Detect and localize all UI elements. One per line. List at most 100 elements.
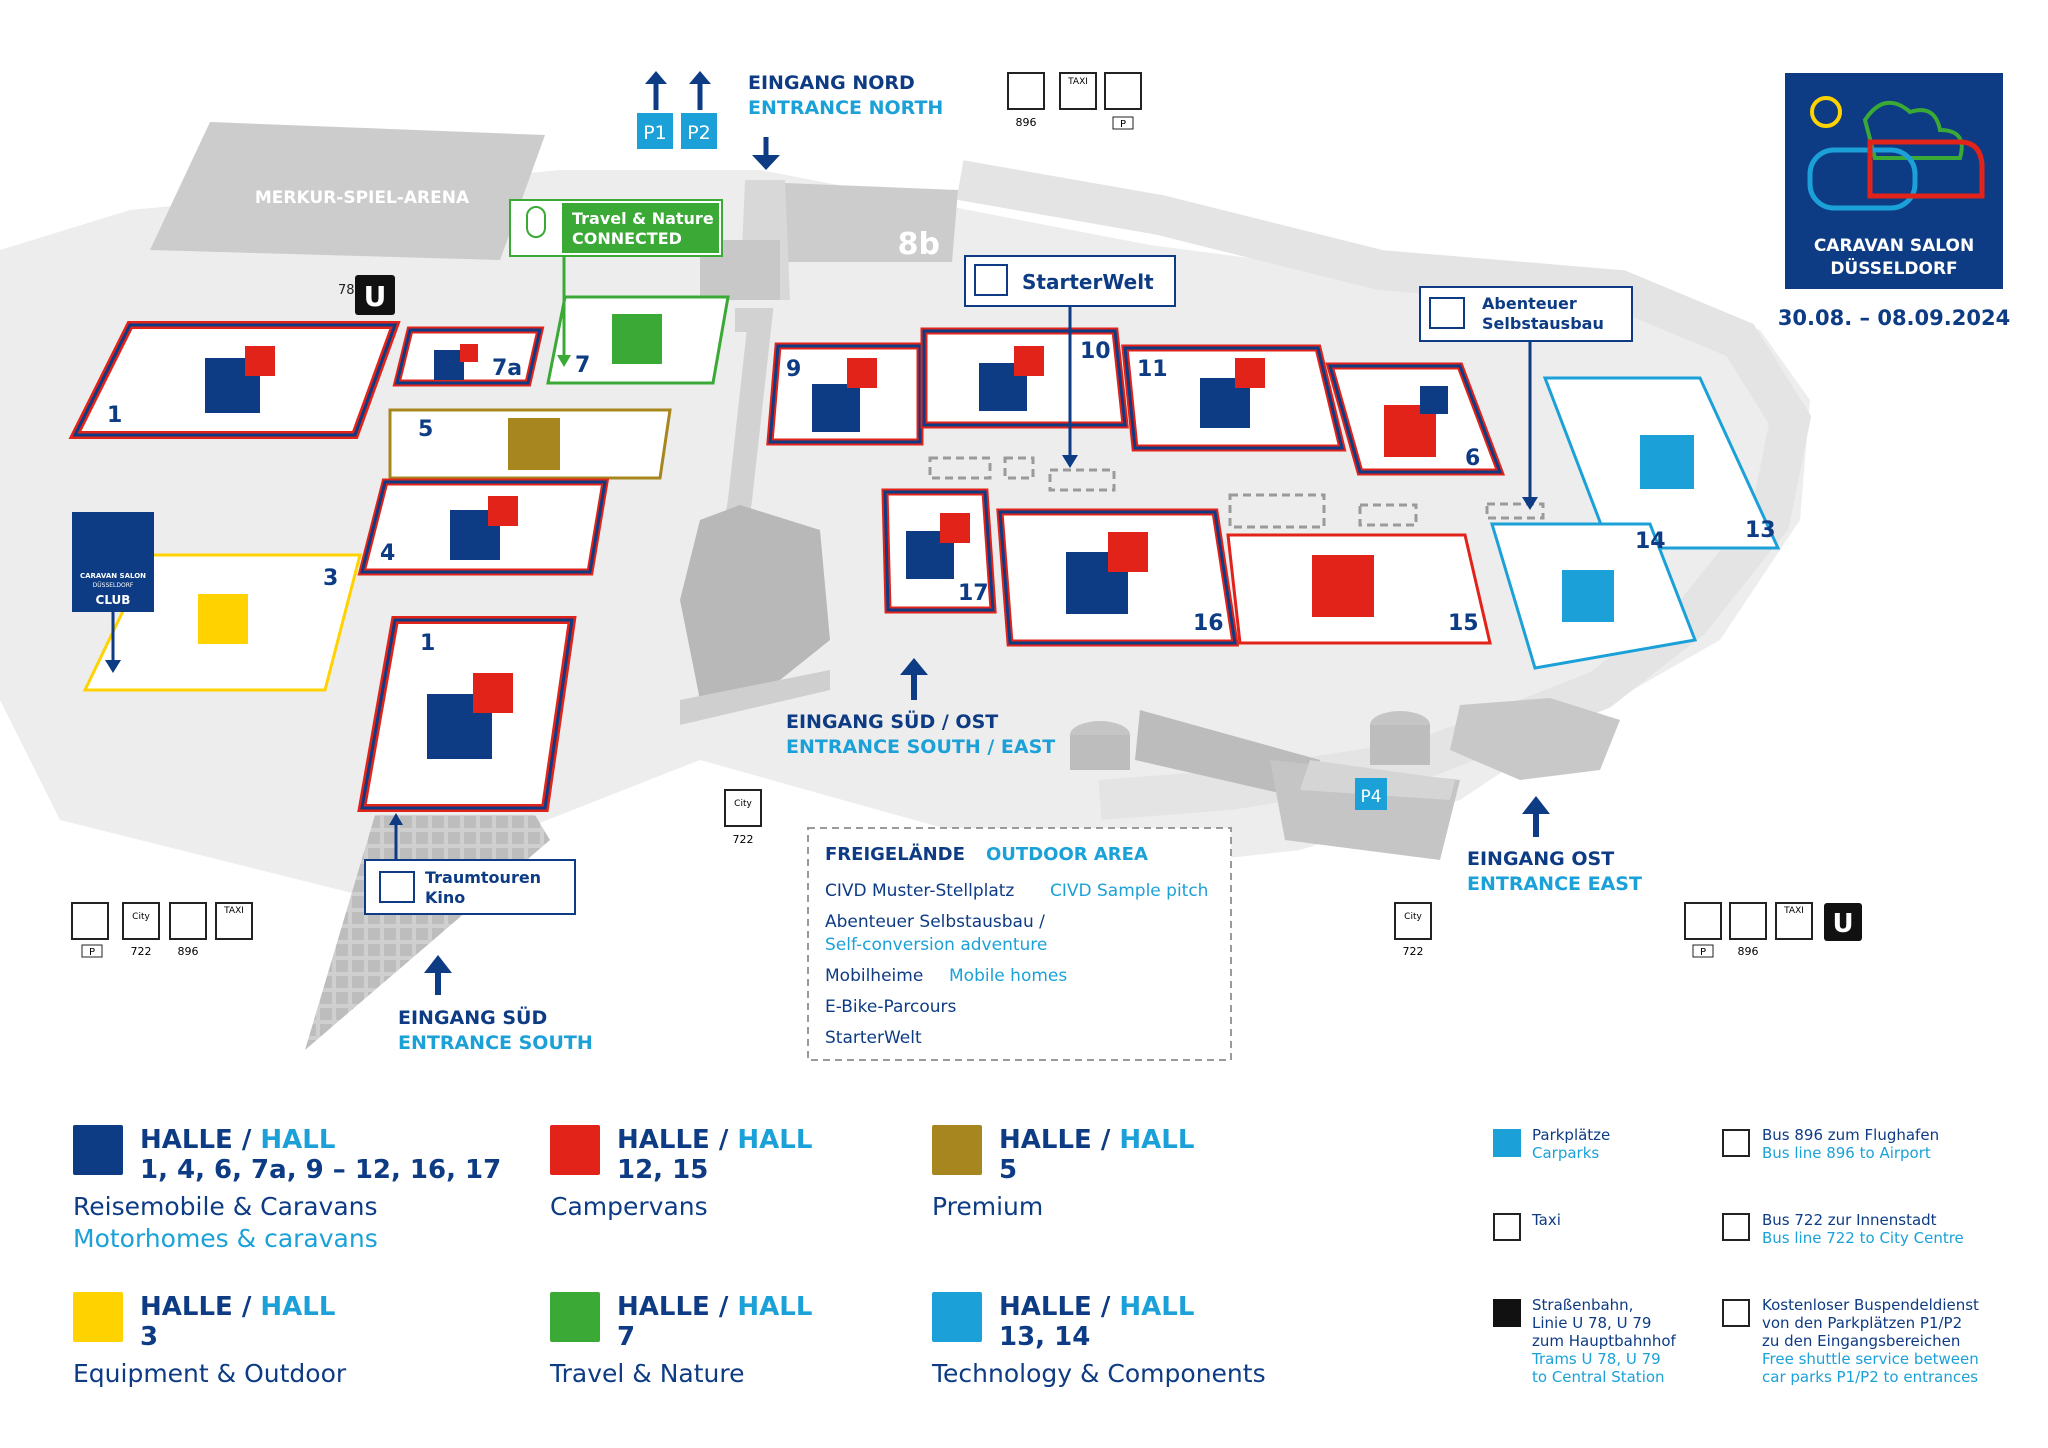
motorhome-icon: [73, 1125, 123, 1175]
tent-icon: [198, 594, 248, 644]
travel-nature-icon: [612, 314, 662, 364]
svg-text:Abenteuer Selbstausbau /: Abenteuer Selbstausbau /: [825, 912, 1045, 932]
merkur-spiel-arena: [150, 122, 545, 260]
svg-text:P2: P2: [687, 122, 711, 144]
svg-text:P: P: [1120, 119, 1126, 130]
svg-text:Travel & Nature: Travel & Nature: [572, 209, 714, 228]
svg-text:CARAVAN SALON: CARAVAN SALON: [1814, 236, 1974, 256]
entrance-east: EINGANG OST ENTRANCE EAST: [1467, 796, 1642, 895]
svg-text:Abenteuer: Abenteuer: [1482, 294, 1577, 313]
transit-southwest: City TAXI P 722 896: [71, 902, 253, 958]
hall-number: 5: [418, 417, 433, 442]
event-dates: 30.08. – 08.09.2024: [1778, 306, 2010, 330]
entrance-south: EINGANG SÜD ENTRANCE SOUTH: [398, 955, 593, 1054]
hall-number: 6: [1465, 446, 1480, 471]
svg-text:DÜSSELDORF: DÜSSELDORF: [93, 582, 134, 589]
motorhome-icon: [434, 350, 464, 380]
caravan-salon-logo: CARAVAN SALON DÜSSELDORF: [1785, 73, 2003, 289]
hall-12[interactable]: 6: [1325, 362, 1506, 476]
outdoor-area-box: FREIGELÄNDE OUTDOOR AREA CIVD Muster-Ste…: [807, 827, 1232, 1061]
svg-text:EINGANG SÜD / OST: EINGANG SÜD / OST: [786, 709, 998, 733]
hall-number: 17: [958, 581, 989, 606]
campervan-icon: [940, 513, 970, 543]
hall-number: 7: [575, 353, 590, 378]
hall-13[interactable]: 13: [1542, 376, 1781, 550]
hall-6[interactable]: 1: [68, 321, 401, 439]
shuttle-bus-icon: [1722, 1299, 1750, 1327]
transit-center: City 722: [724, 789, 762, 846]
airport-bus-icon: [1722, 1129, 1750, 1157]
city-bus-icon: [1722, 1213, 1750, 1241]
hall-8b-label: 8b: [898, 227, 940, 262]
club-logo: [72, 512, 154, 612]
hall-8b-building: [785, 183, 958, 262]
transit-southeast: City 722: [1394, 902, 1432, 958]
svg-text:EINGANG OST: EINGANG OST: [1467, 848, 1614, 870]
campervan-icon: [1235, 358, 1265, 388]
svg-text:Traumtouren: Traumtouren: [425, 868, 541, 887]
entrance-south-east: EINGANG SÜD / OST ENTRANCE SOUTH / EAST: [786, 658, 1055, 758]
motorhome-icon: [1420, 386, 1448, 414]
hall-5[interactable]: 5: [388, 408, 672, 480]
entrance-north: P1 P2 EINGANG NORD ENTRANCE NORTH: [637, 71, 943, 170]
hall-7[interactable]: 7: [546, 295, 730, 385]
svg-text:E-Bike-Parcours: E-Bike-Parcours: [825, 997, 957, 1017]
hall-number: 1: [420, 631, 435, 656]
hall-14[interactable]: 14: [1489, 522, 1698, 670]
svg-text:896: 896: [1016, 116, 1037, 129]
hall-number: 4: [380, 541, 395, 566]
hall-7a[interactable]: 7a: [392, 326, 545, 387]
svg-text:P: P: [89, 947, 95, 958]
abenteuer-selbstausbau-sign: Abenteuer Selbstausbau: [1419, 286, 1633, 510]
premium-icon: [508, 418, 560, 470]
svg-text:P4: P4: [1360, 787, 1381, 807]
east-entrance-building: [1450, 698, 1620, 780]
campervan-icon: [847, 358, 877, 388]
svg-text:ENTRANCE SOUTH: ENTRANCE SOUTH: [398, 1032, 593, 1054]
svg-text:CONNECTED: CONNECTED: [572, 229, 682, 248]
campervan-icon: [488, 496, 518, 526]
hall-11[interactable]: 11: [1121, 344, 1347, 452]
svg-text:City: City: [734, 799, 752, 809]
svg-text:OUTDOOR AREA: OUTDOOR AREA: [986, 844, 1148, 865]
svg-text:TAXI: TAXI: [223, 906, 244, 916]
hall-15[interactable]: 15: [1226, 533, 1492, 645]
hall-number: 1: [107, 403, 122, 428]
hall-number: 10: [1080, 339, 1111, 364]
sun-icon: [1810, 96, 1842, 128]
u78-label: 78: [338, 283, 355, 298]
hall-number: 9: [786, 357, 801, 382]
svg-text:DÜSSELDORF: DÜSSELDORF: [1830, 257, 1957, 279]
transit-east: TAXI U P 896: [1684, 902, 1862, 958]
svg-text:EINGANG NORD: EINGANG NORD: [748, 72, 915, 94]
hall-16[interactable]: 16: [996, 508, 1240, 647]
svg-text:StarterWelt: StarterWelt: [1022, 270, 1154, 294]
hall-17[interactable]: 17: [881, 488, 997, 614]
p1-sign: [637, 113, 673, 149]
hall-9[interactable]: 9: [766, 342, 924, 446]
campervan-icon: [550, 1125, 600, 1175]
svg-text:Kino: Kino: [425, 888, 465, 907]
svg-text:EINGANG SÜD: EINGANG SÜD: [398, 1005, 547, 1029]
camera-icon: [379, 871, 415, 903]
hall-10[interactable]: 10: [920, 327, 1129, 429]
location-arrow-icon: [550, 1292, 600, 1342]
campervan-icon: [1312, 555, 1374, 617]
tent-icon: [73, 1292, 123, 1342]
campervan-icon: [1014, 346, 1044, 376]
svg-text:FREIGELÄNDE: FREIGELÄNDE: [825, 843, 965, 865]
hall-4[interactable]: 4: [357, 478, 610, 576]
svg-text:Mobile homes: Mobile homes: [949, 966, 1067, 986]
congress-center: [680, 505, 830, 700]
svg-text:896: 896: [178, 945, 199, 958]
p2-sign: [681, 113, 717, 149]
hall-1[interactable]: 1: [357, 616, 577, 812]
u-bahn-icon: [1493, 1299, 1521, 1327]
svg-text:CLUB: CLUB: [96, 593, 131, 607]
svg-text:Selbstausbau: Selbstausbau: [1482, 314, 1604, 333]
drill-icon: [1429, 297, 1465, 329]
p4-sign: [1355, 778, 1387, 810]
svg-text:City: City: [132, 912, 150, 922]
transit-north: TAXI 896 P: [1007, 72, 1142, 130]
